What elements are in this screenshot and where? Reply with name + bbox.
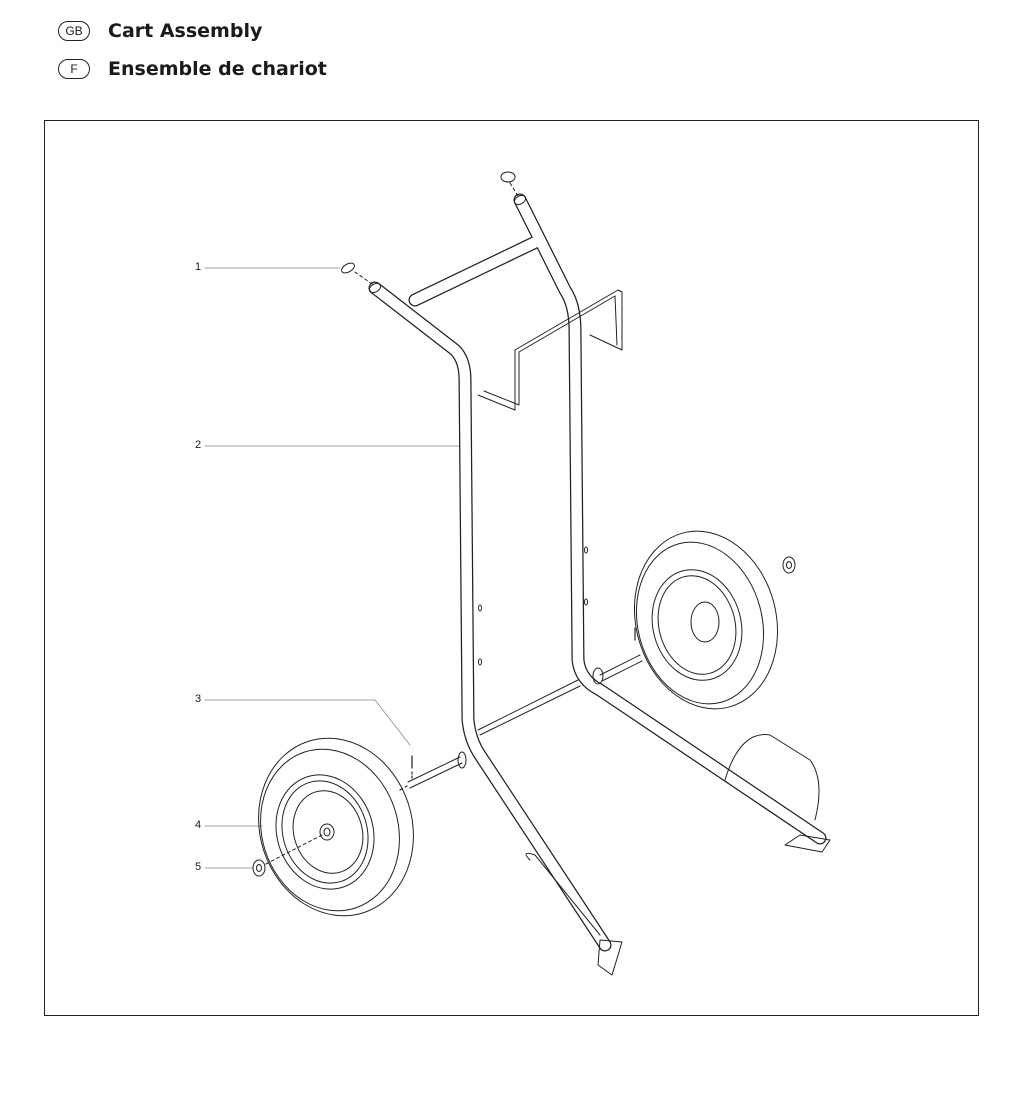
callout-2: 2 — [195, 439, 202, 451]
part-3-pin — [399, 627, 636, 791]
language-badge-gb: GB — [58, 21, 90, 41]
callout-5: 5 — [195, 861, 202, 873]
title-french: Ensemble de chariot — [108, 58, 327, 80]
part-4-wheel-left — [258, 737, 414, 917]
leader-lines — [204, 267, 471, 869]
callout-1: 1 — [195, 261, 202, 273]
diagram-frame — [44, 120, 979, 1016]
header-gb: GB Cart Assembly — [58, 20, 262, 42]
part-1-clip — [341, 171, 519, 285]
cart-frame-tubes — [368, 193, 831, 976]
part-5-washer — [252, 556, 796, 877]
header-f: F Ensemble de chariot — [58, 58, 327, 80]
callout-3: 3 — [195, 693, 202, 705]
part-4-wheel-right — [633, 530, 779, 710]
callout-4: 4 — [195, 819, 202, 831]
language-badge-f: F — [58, 59, 90, 79]
title-english: Cart Assembly — [108, 20, 263, 42]
